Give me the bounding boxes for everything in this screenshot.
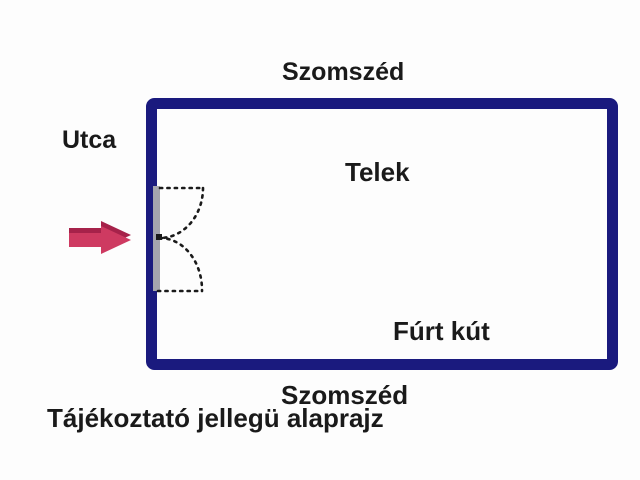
entrance-arrow-body: [69, 226, 131, 254]
label-neighbor-top: Szomszéd: [282, 58, 405, 86]
label-plot: Telek: [345, 157, 410, 187]
label-disclaimer: Tájékoztató jellegü alaprajz: [47, 403, 384, 433]
gate-swing-symbol: [156, 186, 205, 293]
gate-swing-arc-bottom: [158, 236, 204, 293]
label-street: Utca: [62, 126, 117, 154]
gate-swing-arc-top: [158, 186, 205, 240]
entrance-arrow-icon: [69, 221, 131, 254]
label-drilled-well: Fúrt kút: [393, 316, 490, 346]
gate-hinge-dot: [156, 234, 162, 240]
label-neighbor-bottom: Szomszéd: [281, 380, 409, 410]
plot-boundary-wall: [146, 98, 618, 370]
